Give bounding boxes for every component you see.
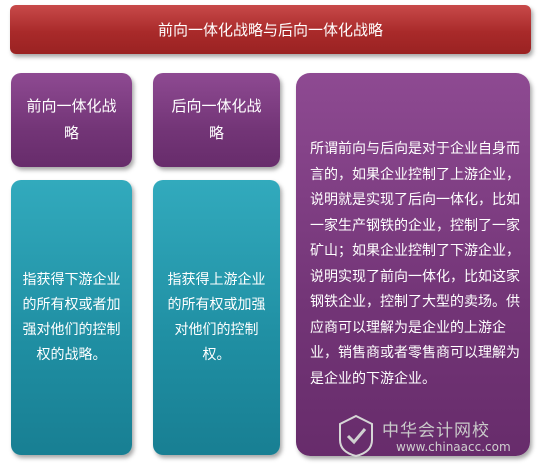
explanation-text: 所谓前向与后向是对于企业自身而言的，如果企业控制了上游企业，说明就是实现了后向一… [310, 141, 520, 387]
watermark-name: 中华会计网校 [382, 421, 490, 441]
forward-integration-description: 指获得下游企业的所有权或者加强对他们的控制权的战略。 [11, 180, 132, 455]
watermark-url: www.chinaacc.com [396, 440, 511, 454]
backward-integration-heading: 后向一体化战略 [153, 73, 280, 167]
chinaacc-logo-icon [339, 414, 373, 458]
forward-integration-heading: 前向一体化战略 [11, 73, 132, 167]
diagram-title: 前向一体化战略与后向一体化战略 [10, 5, 531, 54]
explanation-box: 所谓前向与后向是对于企业自身而言的，如果企业控制了上游企业，说明就是实现了后向一… [296, 73, 530, 456]
backward-integration-description: 指获得上游企业的所有权或加强对他们的控制权。 [153, 180, 280, 455]
watermark: 中华会计网校 www.chinaacc.com [336, 412, 536, 462]
